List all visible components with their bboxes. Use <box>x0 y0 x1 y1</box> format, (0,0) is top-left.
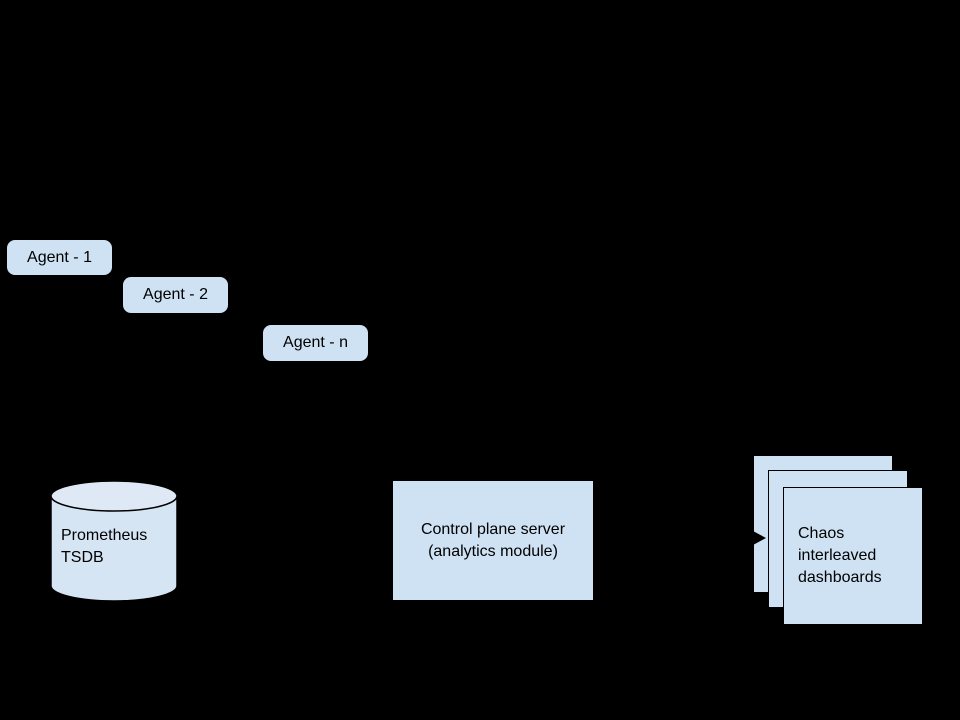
arrowhead-icon <box>753 531 766 545</box>
cylinder-shape-icon <box>50 480 178 602</box>
dashboard-card-front: Chaos interleaved dashboards <box>783 487 923 625</box>
agent-1-label: Agent - 1 <box>27 248 92 266</box>
prometheus-tsdb-cylinder: Prometheus TSDB <box>50 480 178 602</box>
agent-2-label: Agent - 2 <box>143 286 208 303</box>
server-label: Control plane server (analytics module) <box>420 520 566 560</box>
agent-2-node: Agent - 2 <box>123 277 228 313</box>
dashboards-label: Chaos interleaved dashboards <box>798 525 882 586</box>
agent-n-label: Agent - n <box>283 334 348 351</box>
database-label: Prometheus TSDB <box>61 527 148 566</box>
agent-n-node: Agent - n <box>263 325 368 361</box>
control-plane-server-box: Control plane server (analytics module) <box>393 481 593 600</box>
agent-1-node: Agent - 1 <box>7 240 112 275</box>
